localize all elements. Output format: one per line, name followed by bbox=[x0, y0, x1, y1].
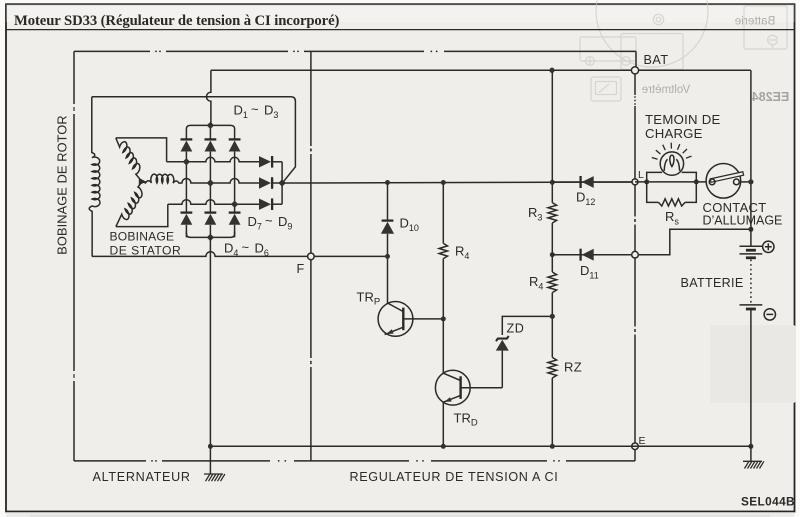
svg-text:BOBINAGE DE ROTOR: BOBINAGE DE ROTOR bbox=[54, 115, 69, 254]
svg-text:EE284: EE284 bbox=[752, 90, 790, 104]
svg-text:L: L bbox=[638, 169, 644, 181]
svg-text:TEMOIN DE: TEMOIN DE bbox=[645, 112, 721, 127]
svg-text:Moteur SD33 (Régulateur de ten: Moteur SD33 (Régulateur de tension à CI … bbox=[14, 13, 340, 29]
svg-text:~: ~ bbox=[265, 213, 273, 228]
svg-text:BATTERIE: BATTERIE bbox=[681, 276, 744, 290]
svg-text:D’ALLUMAGE: D’ALLUMAGE bbox=[703, 214, 783, 228]
svg-text:ZD: ZD bbox=[507, 322, 525, 336]
svg-text:BOBINAGE: BOBINAGE bbox=[110, 230, 175, 244]
svg-text:CHARGE: CHARGE bbox=[645, 126, 703, 141]
svg-text:~: ~ bbox=[242, 239, 250, 254]
svg-text:E: E bbox=[639, 435, 646, 447]
svg-text:Voltmètre: Voltmètre bbox=[642, 84, 691, 96]
svg-text:BAT: BAT bbox=[644, 53, 669, 67]
svg-text:~: ~ bbox=[251, 101, 259, 116]
svg-text:F: F bbox=[297, 262, 305, 276]
svg-text:Batterie: Batterie bbox=[734, 14, 775, 28]
svg-text:SEL044B: SEL044B bbox=[741, 495, 795, 509]
svg-text:REGULATEUR DE TENSION A CI: REGULATEUR DE TENSION A CI bbox=[350, 470, 559, 484]
svg-text:RZ: RZ bbox=[564, 360, 582, 375]
svg-text:ALTERNATEUR: ALTERNATEUR bbox=[93, 470, 191, 484]
svg-text:DE STATOR: DE STATOR bbox=[110, 243, 182, 257]
